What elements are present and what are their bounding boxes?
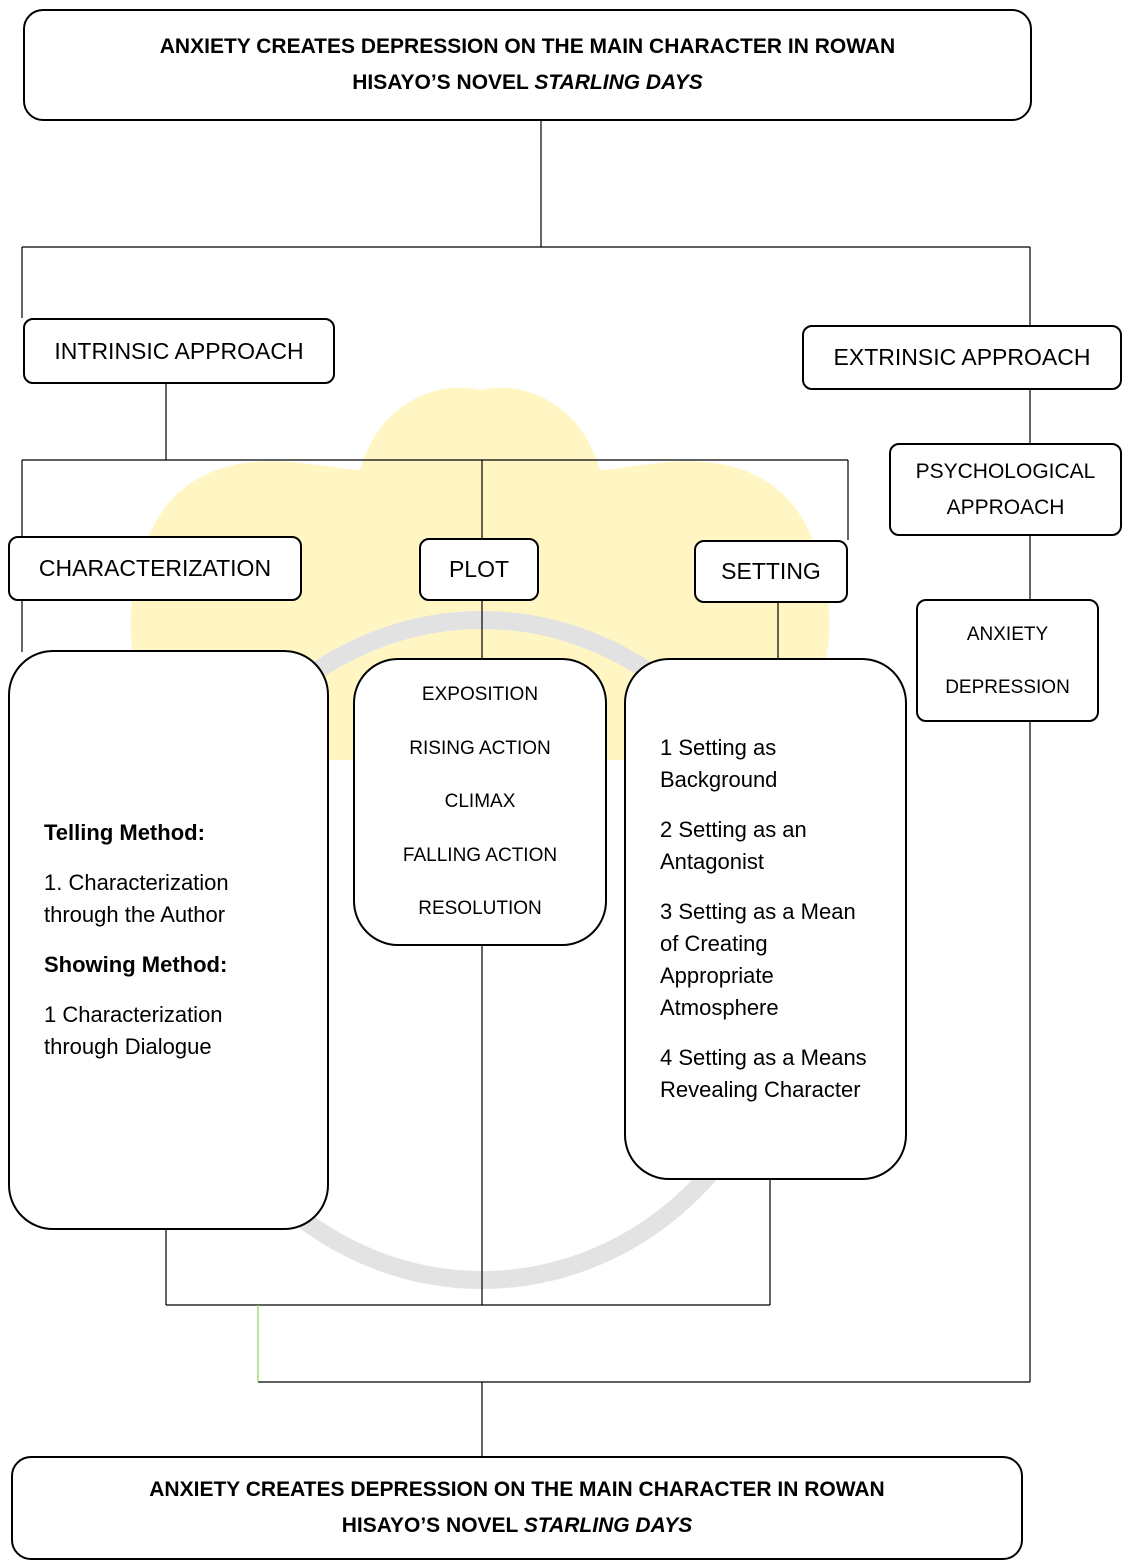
extrinsic-approach-box: EXTRINSIC APPROACH xyxy=(802,325,1122,390)
plot-stage-falling-action: FALLING ACTION xyxy=(402,844,558,866)
concept-anxiety: ANXIETY xyxy=(966,623,1049,645)
setting-item-4: 4 Setting as a Means Revealing Character xyxy=(660,1045,867,1102)
psychological-concepts-box: ANXIETY DEPRESSION xyxy=(916,599,1099,722)
psychological-line-2: APPROACH xyxy=(946,495,1065,519)
concept-depression: DEPRESSION xyxy=(945,676,1070,698)
title-box: ANXIETY CREATES DEPRESSION ON THE MAIN C… xyxy=(23,9,1032,121)
setting-box: SETTING xyxy=(694,540,848,603)
setting-item-2: 2 Setting as an Antagonist xyxy=(660,817,807,874)
title-line-1: ANXIETY CREATES DEPRESSION ON THE MAIN C… xyxy=(159,35,896,58)
plot-box: PLOT xyxy=(419,538,539,601)
psychological-line-1: PSYCHOLOGICAL xyxy=(915,459,1096,483)
setting-item-3: 3 Setting as a Mean of Creating Appropri… xyxy=(660,899,856,1020)
plot-stage-exposition: EXPOSITION xyxy=(421,684,539,706)
intrinsic-approach-box: INTRINSIC APPROACH xyxy=(23,318,335,384)
characterization-methods-box: Telling Method: 1. Characterization thro… xyxy=(8,650,329,1230)
plot-stage-resolution: RESOLUTION xyxy=(418,898,542,920)
plot-stage-climax: CLIMAX xyxy=(444,791,516,813)
conclusion-line-2: HISAYO’S NOVEL STARLING DAYS xyxy=(341,1514,693,1537)
telling-method-item: 1. Characterization through the Author xyxy=(44,870,229,927)
conclusion-box: ANXIETY CREATES DEPRESSION ON THE MAIN C… xyxy=(11,1456,1023,1560)
plot-stage-rising-action: RISING ACTION xyxy=(409,737,551,759)
showing-method-heading: Showing Method: xyxy=(44,952,228,977)
characterization-box: CHARACTERIZATION xyxy=(8,536,302,601)
title-line-2: HISAYO’S NOVEL STARLING DAYS xyxy=(352,71,703,94)
psychological-approach-box: PSYCHOLOGICAL APPROACH xyxy=(889,443,1122,536)
showing-method-item: 1 Characterization through Dialogue xyxy=(44,1002,223,1059)
plot-stages-box: EXPOSITION RISING ACTION CLIMAX FALLING … xyxy=(353,658,607,946)
setting-functions-box: 1 Setting as Background 2 Setting as an … xyxy=(624,658,907,1180)
conclusion-line-1: ANXIETY CREATES DEPRESSION ON THE MAIN C… xyxy=(149,1478,885,1501)
setting-item-1: 1 Setting as Background xyxy=(660,735,778,792)
telling-method-heading: Telling Method: xyxy=(44,820,205,845)
